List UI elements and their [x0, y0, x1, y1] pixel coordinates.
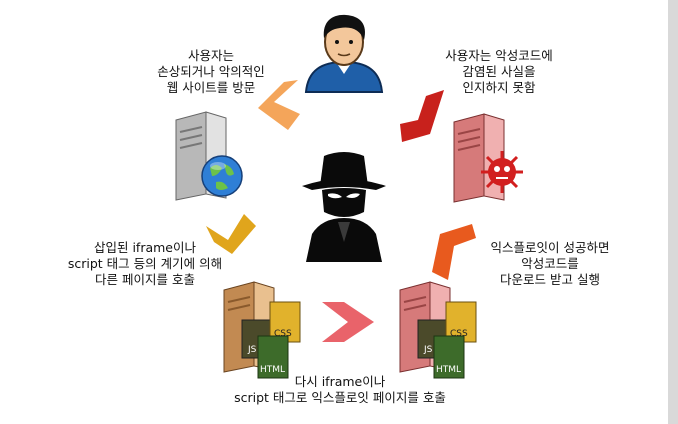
arrow-to-server2-icon: [432, 224, 476, 280]
caption-unaware-infection: 사용자는 악성코드에 감염된 사실을 인지하지 못함: [414, 48, 584, 96]
caption-visit-site: 사용자는 손상되거나 악의적인 웹 사이트를 방문: [126, 48, 296, 96]
caption-line: script 태그 등의 계기에 의해: [67, 256, 223, 271]
css-badge-2: CSS: [450, 329, 468, 339]
caption-line: 사용자는: [187, 48, 234, 63]
js-badge: JS: [247, 345, 257, 355]
caption-line: 다른 페이지를 호출: [95, 272, 195, 287]
arrow-to-server1-icon: [258, 80, 300, 130]
arrow-to-server3-icon: [206, 214, 256, 254]
hacker-icon: [302, 152, 386, 262]
caption-line: 악성코드를: [521, 256, 579, 271]
user-icon: [304, 14, 384, 93]
html-badge: HTML: [260, 365, 285, 375]
caption-line: 다운로드 받고 실행: [500, 272, 600, 287]
web-files-server-icon: JS CSS HTML: [223, 281, 301, 379]
caption-exploit-page-call: 다시 iframe이나 script 태그로 익스플로잇 페이지를 호출: [210, 374, 470, 406]
caption-line: 사용자는 악성코드에: [445, 48, 553, 63]
js-badge-2: JS: [423, 345, 433, 355]
caption-line: 삽입된 iframe이나: [93, 240, 196, 255]
caption-line: 인지하지 못함: [462, 80, 536, 95]
globe-server-icon: [175, 111, 243, 201]
infected-server-icon: [453, 113, 523, 203]
caption-line: 손상되거나 악의적인: [157, 64, 265, 79]
html-badge-2: HTML: [436, 365, 461, 375]
caption-iframe-redirect: 삽입된 iframe이나 script 태그 등의 계기에 의해 다른 페이지를…: [50, 240, 240, 288]
caption-line: 익스플로잇이 성공하면: [490, 240, 610, 255]
caption-line: 다시 iframe이나: [294, 374, 386, 389]
caption-line: 감염된 사실을: [462, 64, 536, 79]
caption-line: script 태그로 익스플로잇 페이지를 호출: [234, 390, 446, 405]
caption-line: 웹 사이트를 방문: [166, 80, 256, 95]
exploit-server-icon: JS CSS HTML: [399, 281, 477, 379]
arrow-to-user-icon: [400, 90, 444, 142]
arrow-to-server4-icon: [322, 302, 374, 342]
css-badge: CSS: [274, 329, 292, 339]
caption-exploit-download: 익스플로잇이 성공하면 악성코드를 다운로드 받고 실행: [470, 240, 630, 288]
